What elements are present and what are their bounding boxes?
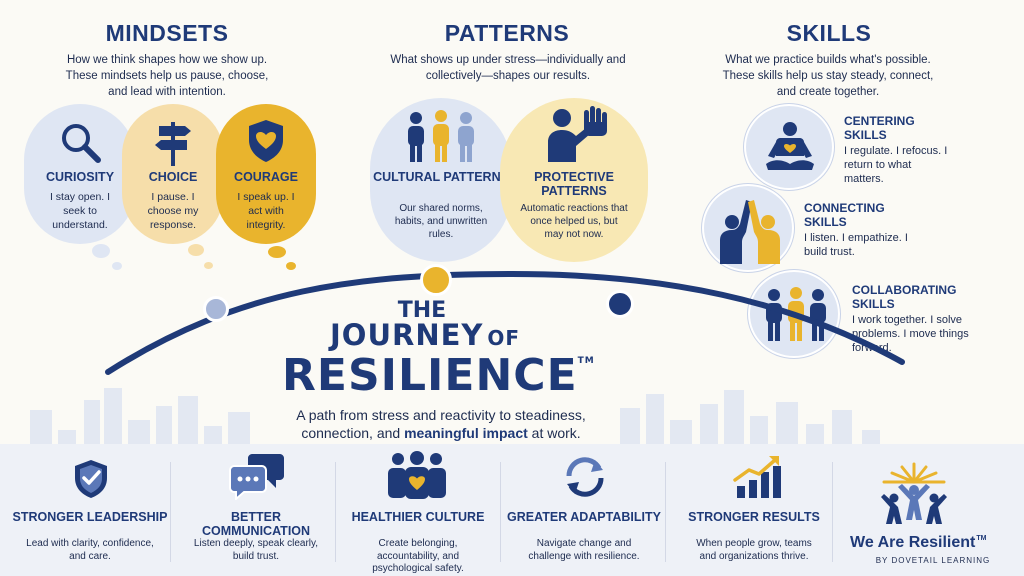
outcome-text-adaptability: Navigate change and challenge with resil… (528, 538, 640, 562)
outcome-text-leadership: Lead with clarity, confidence, and care. (26, 538, 154, 562)
protective-patterns-text: Automatic reactions that once helped us,… (520, 203, 628, 240)
centering-skills-title: CENTERING SKILLS (844, 114, 915, 142)
courage-text: I speak up. I act with integrity. (237, 191, 295, 231)
outcome-divider (335, 462, 336, 562)
shield-heart-icon (249, 120, 283, 162)
brand-trademark: TM (976, 535, 987, 542)
title-journey-word: JOURNEY (330, 318, 484, 352)
collaborating-skills-title: COLLABORATING SKILLS (852, 283, 957, 311)
cultural-patterns-text: Our shared norms, habits, and unwritten … (394, 203, 488, 240)
mindsets-description: How we think shapes how we show up. Thes… (65, 54, 269, 98)
title-resilience-word: RESILIENCE (282, 350, 578, 401)
cycle-arrows-icon (566, 457, 604, 497)
journey-marker-start (203, 296, 229, 322)
centering-skills-circle (744, 104, 834, 190)
collaborating-skills-circle (748, 270, 840, 358)
curiosity-title: CURIOSITY (45, 170, 115, 184)
thought-dot (204, 262, 213, 269)
outcome-divider (170, 462, 171, 562)
outcome-title-adaptability: GREATER ADAPTABILITY (507, 510, 661, 524)
outcome-title-leadership: STRONGER LEADERSHIP (12, 510, 168, 524)
high-five-icon (720, 200, 780, 264)
outcome-title-culture: HEALTHIER CULTURE (351, 510, 485, 524)
meditation-icon (766, 122, 814, 170)
tagline-bold: meaningful impact (404, 425, 528, 441)
stop-hand-icon (548, 106, 607, 162)
skills-description: What we practice builds what's possible.… (722, 54, 934, 98)
signpost-icon (155, 122, 191, 166)
outcome-title-results: STRONGER RESULTS (688, 510, 820, 524)
people-heart-icon (388, 451, 446, 499)
tagline-start: A path from stress and reactivity to ste… (296, 407, 586, 441)
connecting-skills-text: I listen. I empathize. I build trust. (804, 232, 908, 258)
title-of: OF (487, 326, 521, 350)
brand-byline: BY DOVETAIL LEARNING (875, 556, 991, 565)
tagline-end: at work. (531, 425, 581, 441)
outcome-divider (832, 462, 833, 562)
cultural-patterns-title: CULTURAL PATTERNS (373, 170, 509, 184)
thought-dot (92, 244, 110, 258)
mindsets-title: MINDSETS (105, 20, 229, 46)
magnifier-icon (62, 124, 101, 163)
we-are-resilient-logo (881, 462, 947, 524)
choice-text: I pause. I choose my response. (147, 191, 199, 231)
group-icon (408, 110, 474, 162)
courage-title: COURAGE (234, 170, 298, 184)
outcome-divider (665, 462, 666, 562)
thought-dot (112, 262, 122, 270)
connecting-skills-title: CONNECTING SKILLS (804, 201, 885, 229)
tagline: A path from stress and reactivity to ste… (276, 406, 606, 442)
cultural-patterns-bubble: CULTURAL PATTERNS Our shared norms, habi… (370, 98, 512, 262)
outcome-text-results: When people grow, teams and organization… (696, 538, 812, 562)
outcome-divider (500, 462, 501, 562)
brand-name: We Are ResilientTM (850, 534, 1020, 552)
trademark-mark: TM (577, 356, 595, 366)
outcome-title-communication: BETTER COMMUNICATION (201, 510, 311, 538)
patterns-title: PATTERNS (444, 20, 570, 46)
journey-marker-end (606, 290, 634, 318)
connecting-skills-circle (702, 184, 794, 272)
title-the: THE (397, 298, 447, 323)
choice-title: CHOICE (148, 170, 198, 184)
outcome-text-culture: Create belonging, accountability, and ps… (372, 538, 464, 574)
journey-marker-middle (420, 264, 452, 296)
outcome-text-communication: Listen deeply, speak clearly, build trus… (193, 538, 319, 562)
centering-skills-text: I regulate. I refocus. I return to what … (844, 145, 948, 185)
protective-patterns-bubble: PROTECTIVE PATTERNS Automatic reactions … (500, 98, 648, 262)
title-resilience: RESILIENCETM (282, 350, 602, 401)
curiosity-text: I stay open. I seek to understand. (49, 191, 111, 231)
thought-dot (268, 246, 286, 258)
courage-bubble: COURAGE I speak up. I act with integrity… (216, 104, 316, 244)
thought-dot (188, 244, 204, 256)
curiosity-bubble: CURIOSITY I stay open. I seek to underst… (24, 104, 136, 244)
choice-bubble: CHOICE I pause. I choose my response. (122, 104, 224, 244)
chat-bubbles-icon (229, 454, 284, 500)
thought-dot (286, 262, 296, 270)
skills-title: SKILLS (786, 20, 872, 46)
patterns-description: What shows up under stress—individually … (390, 54, 626, 82)
brand-name-text: We Are Resilient (850, 534, 976, 551)
shield-check-icon (75, 460, 107, 498)
growth-chart-icon (733, 456, 781, 498)
protective-patterns-title: PROTECTIVE PATTERNS (534, 170, 614, 198)
